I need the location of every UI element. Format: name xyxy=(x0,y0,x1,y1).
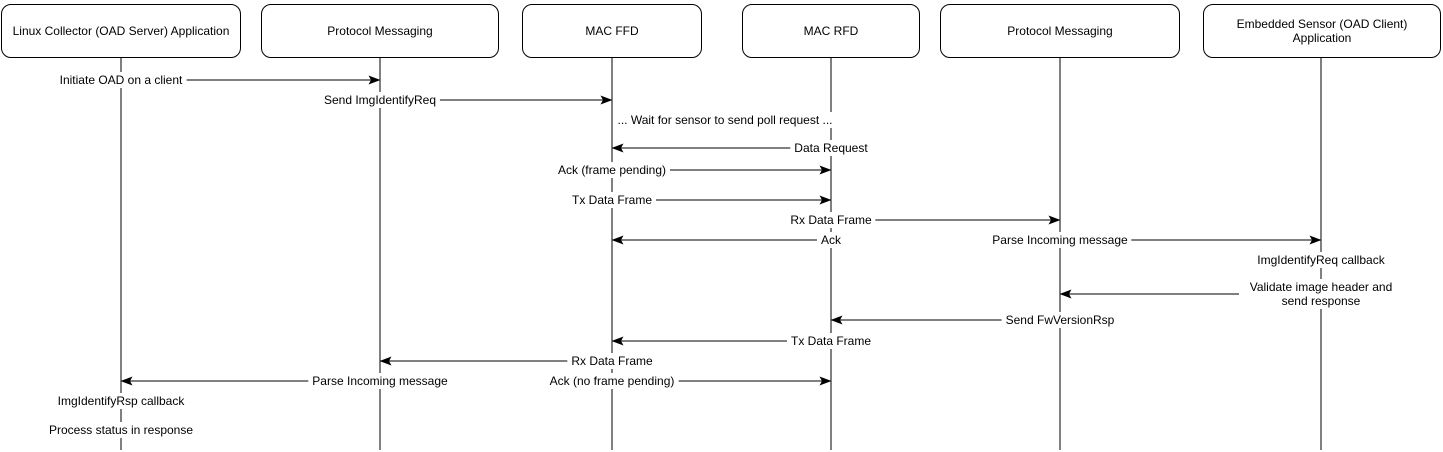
note-imgidentifyrsp-callback: ImgIdentifyRsp callback xyxy=(53,393,189,409)
message-label-tx-data-frame-2: Tx Data Frame xyxy=(786,333,876,349)
message-label-validate-image-header: Validate image header and send response xyxy=(1239,279,1403,309)
message-label-send-fwversionrsp: Send FwVersionRsp xyxy=(1001,312,1119,328)
message-label-tx-data-frame-1: Tx Data Frame xyxy=(567,192,657,208)
note-imgidentifyreq-callback: ImgIdentifyReq callback xyxy=(1253,252,1389,268)
message-label-parse-incoming-2: Parse Incoming message xyxy=(308,373,452,389)
actor-sensor-app: Embedded Sensor (OAD Client) Application xyxy=(1203,4,1441,58)
message-label-initiate-oad: Initiate OAD on a client xyxy=(55,72,187,88)
message-label-send-imgidentifyreq: Send ImgIdentifyReq xyxy=(319,92,441,108)
actor-mac-ffd: MAC FFD xyxy=(522,4,702,58)
actor-label: Protocol Messaging xyxy=(327,24,433,38)
note-process-status: Process status in response xyxy=(44,422,198,438)
actor-mac-rfd: MAC RFD xyxy=(742,4,920,58)
message-label-ack-no-frame-pending: Ack (no frame pending) xyxy=(545,373,679,389)
actor-protocol-messaging-client: Protocol Messaging xyxy=(940,4,1180,58)
actor-collector-app: Linux Collector (OAD Server) Application xyxy=(1,4,241,58)
actor-label: MAC RFD xyxy=(803,24,859,38)
note-wait-for-poll-request: ... Wait for sensor to send poll request… xyxy=(613,112,837,128)
message-label-data-request: Data Request xyxy=(790,140,872,156)
actor-protocol-messaging-server: Protocol Messaging xyxy=(261,4,499,58)
message-label-rx-data-frame-1: Rx Data Frame xyxy=(786,212,876,228)
actor-label: Embedded Sensor (OAD Client) Application xyxy=(1236,17,1408,45)
actor-label: Linux Collector (OAD Server) Application xyxy=(12,24,230,38)
message-label-ack: Ack xyxy=(816,232,846,248)
actor-label: MAC FFD xyxy=(585,24,639,38)
actor-label: Protocol Messaging xyxy=(1007,24,1113,38)
message-label-rx-data-frame-2: Rx Data Frame xyxy=(567,353,657,369)
message-label-parse-incoming-1: Parse Incoming message xyxy=(988,232,1132,248)
message-label-ack-frame-pending: Ack (frame pending) xyxy=(553,162,671,178)
